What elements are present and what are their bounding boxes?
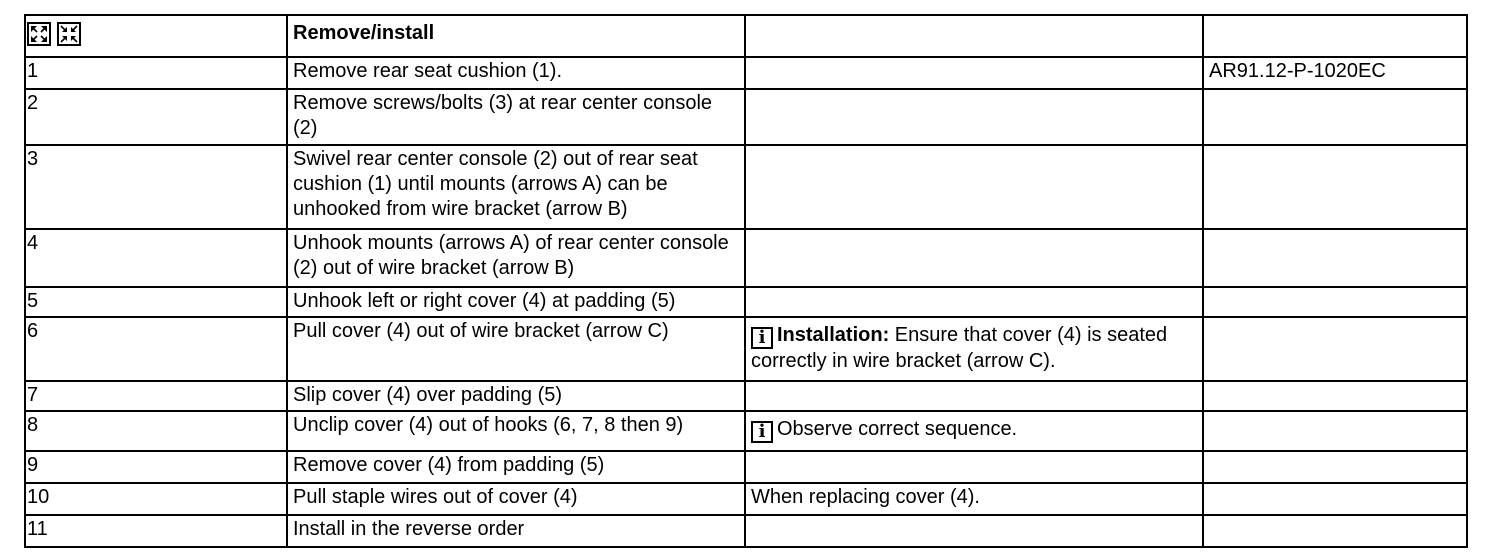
step-number: 11 — [24, 514, 288, 548]
step-reference — [1202, 450, 1468, 484]
step-reference — [1202, 514, 1468, 548]
step-action: Slip cover (4) over padding (5) — [286, 380, 746, 412]
table-row: 10 Pull staple wires out of cover (4) Wh… — [24, 482, 1468, 516]
header-controls-cell — [24, 14, 288, 58]
procedure-table: Remove/install 1 Remove rear seat cushio… — [24, 14, 1468, 548]
step-reference-link[interactable]: AR91.12-P-1020EC — [1202, 56, 1468, 90]
step-reference — [1202, 88, 1468, 146]
step-note: When replacing cover (4). — [744, 482, 1204, 516]
step-number: 3 — [24, 144, 288, 230]
collapse-all-icon[interactable] — [57, 22, 81, 46]
step-reference — [1202, 228, 1468, 288]
step-action: Pull staple wires out of cover (4) — [286, 482, 746, 516]
header-title-cell: Remove/install — [286, 14, 746, 58]
note-text: Observe correct sequence. — [777, 418, 1018, 440]
step-number: 5 — [24, 286, 288, 318]
expand-controls — [27, 17, 281, 46]
step-action: Unhook mounts (arrows A) of rear center … — [286, 228, 746, 288]
table-header-row: Remove/install — [24, 14, 1468, 58]
step-action: Pull cover (4) out of wire bracket (arro… — [286, 316, 746, 382]
header-note-cell — [744, 14, 1204, 58]
note-text: Ensure that cover (4) is seated correctl… — [751, 324, 1168, 372]
note-label: Installation: — [777, 324, 890, 346]
expand-all-icon[interactable] — [27, 22, 51, 46]
step-action: Remove cover (4) from padding (5) — [286, 450, 746, 484]
step-action: Remove screws/bolts (3) at rear center c… — [286, 88, 746, 146]
step-action: Install in the reverse order — [286, 514, 746, 548]
table-row: 11 Install in the reverse order — [24, 514, 1468, 548]
step-note — [744, 228, 1204, 288]
step-action: Unclip cover (4) out of hooks (6, 7, 8 t… — [286, 410, 746, 452]
step-reference — [1202, 316, 1468, 382]
step-note — [744, 144, 1204, 230]
page-title: Remove/install — [293, 22, 435, 44]
step-number: 8 — [24, 410, 288, 452]
table-row: 4 Unhook mounts (arrows A) of rear cente… — [24, 228, 1468, 288]
table-row: 8 Unclip cover (4) out of hooks (6, 7, 8… — [24, 410, 1468, 452]
table-row: 7 Slip cover (4) over padding (5) — [24, 380, 1468, 412]
step-number: 6 — [24, 316, 288, 382]
step-note — [744, 88, 1204, 146]
step-number: 10 — [24, 482, 288, 516]
table-row: 6 Pull cover (4) out of wire bracket (ar… — [24, 316, 1468, 382]
table-row: 2 Remove screws/bolts (3) at rear center… — [24, 88, 1468, 146]
info-icon: i — [751, 421, 773, 443]
step-number: 4 — [24, 228, 288, 288]
step-note — [744, 514, 1204, 548]
step-reference — [1202, 286, 1468, 318]
step-reference — [1202, 410, 1468, 452]
step-note — [744, 380, 1204, 412]
step-action: Remove rear seat cushion (1). — [286, 56, 746, 90]
step-action: Unhook left or right cover (4) at paddin… — [286, 286, 746, 318]
step-reference — [1202, 144, 1468, 230]
header-ref-cell — [1202, 14, 1468, 58]
step-number: 1 — [24, 56, 288, 90]
step-action: Swivel rear center console (2) out of re… — [286, 144, 746, 230]
step-number: 2 — [24, 88, 288, 146]
step-reference — [1202, 380, 1468, 412]
step-note — [744, 56, 1204, 90]
table-row: 3 Swivel rear center console (2) out of … — [24, 144, 1468, 230]
step-note — [744, 286, 1204, 318]
step-reference — [1202, 482, 1468, 516]
info-icon: i — [751, 327, 773, 349]
table-row: 1 Remove rear seat cushion (1). AR91.12-… — [24, 56, 1468, 90]
table-row: 5 Unhook left or right cover (4) at padd… — [24, 286, 1468, 318]
step-note — [744, 450, 1204, 484]
procedure-sheet: Remove/install 1 Remove rear seat cushio… — [24, 14, 1468, 548]
table-row: 9 Remove cover (4) from padding (5) — [24, 450, 1468, 484]
step-number: 9 — [24, 450, 288, 484]
step-number: 7 — [24, 380, 288, 412]
